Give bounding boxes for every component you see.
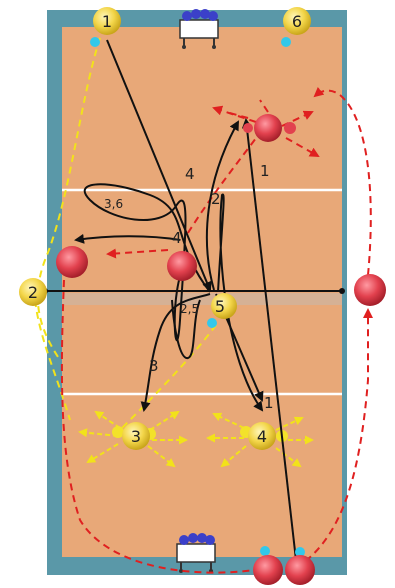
ball-cart-icon [176,533,216,573]
player-token-2: 2 [19,278,47,306]
path-label-4: 4 [172,229,182,247]
path-label-1: 1 [264,394,274,412]
red-token [254,114,282,142]
yellow-burst-arrows [78,410,314,468]
svg-text:2: 2 [28,283,38,302]
svg-text:1: 1 [102,12,112,31]
path-4-upper [205,120,239,291]
net-shadow [62,293,342,305]
path-2 [217,193,264,412]
svg-text:6: 6 [292,12,302,31]
red-token-small [243,123,253,133]
svg-text:5: 5 [215,297,225,316]
red-tokens [56,114,386,585]
red-token [253,555,283,585]
path-label-1: 1 [260,162,270,180]
path-label-4: 4 [185,165,195,183]
path-label-2: 2 [211,190,221,208]
path-label-2-5: 2,5 [180,302,199,316]
path-3 [140,293,211,412]
red-token [56,246,88,278]
svg-text:3: 3 [131,427,141,446]
ball-cart-icon [179,9,219,49]
path-1-right [241,118,297,561]
player-token-4: 4 [248,422,276,450]
net-post-right [339,288,345,294]
svg-text:4: 4 [257,427,267,446]
player-token-1: 1 [93,7,121,35]
player-token-3: 3 [122,422,150,450]
yellow-paths [34,37,217,431]
red-token [285,555,315,585]
black-paths [74,39,297,561]
path-loop [171,299,201,359]
path-label-3-6: 3,6 [104,197,123,211]
red-token [167,251,197,281]
cyan-markers [90,37,305,557]
red-token-small [284,122,296,134]
path-1-diagonal [106,39,212,292]
player-token-6: 6 [283,7,311,35]
path-36-end [74,233,181,244]
red-token [354,274,386,306]
player-token-5: 5 [211,293,237,319]
path-label-3: 3 [149,357,159,375]
